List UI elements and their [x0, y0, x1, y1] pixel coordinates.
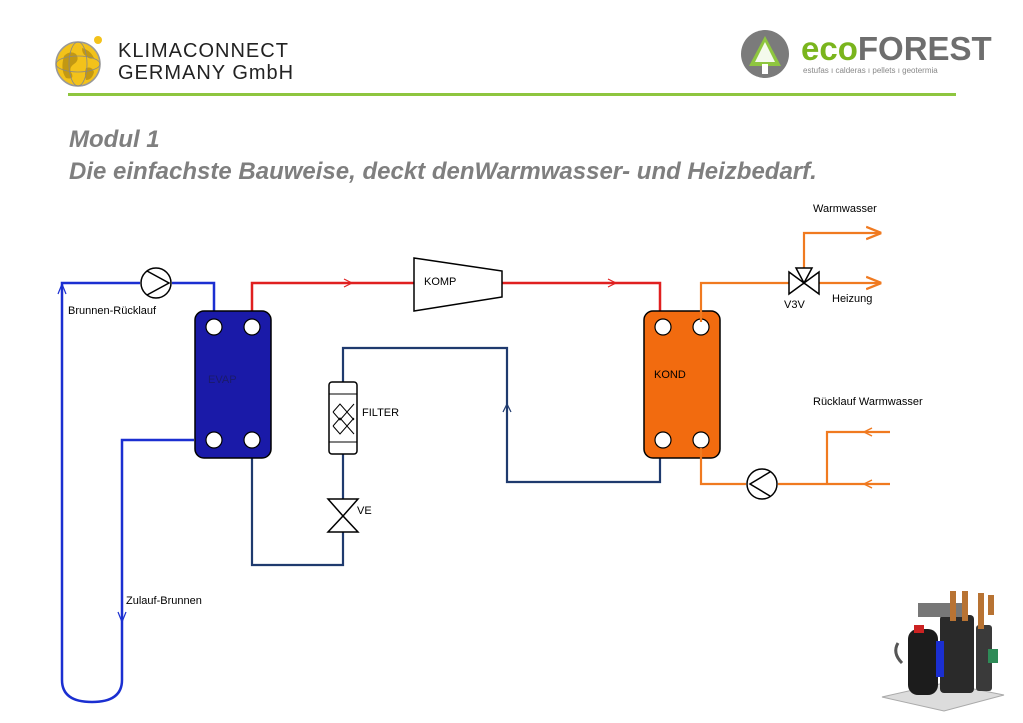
refrigerant-expansion-line: [250, 448, 345, 567]
filter-label: FILTER: [362, 407, 399, 419]
ecoforest-emblem-icon: [741, 30, 789, 78]
compressor: [413, 257, 503, 312]
warmwasser-label: Warmwasser: [813, 203, 877, 215]
well-arrow-up: [57, 282, 67, 295]
navy-arrow-up: [502, 402, 512, 413]
brand-green-part: eco: [801, 30, 858, 67]
heating-return-line: [699, 430, 890, 486]
heizung-label: Heizung: [832, 293, 872, 305]
komp-label: KOMP: [424, 276, 456, 288]
refrigerant-discharge-line: [502, 281, 662, 322]
brunnen-ruecklauf-label: Brunnen-Rücklauf: [68, 305, 157, 317]
return-arrow-1: [862, 427, 873, 437]
title-line-1: Modul 1: [69, 126, 160, 153]
well-arrow-down: [117, 611, 127, 624]
well-supply-line: [172, 281, 216, 322]
header-divider: [68, 93, 956, 96]
warmwasser-outlet-line: [802, 233, 880, 268]
kond-label: KOND: [654, 369, 686, 381]
return-arrow-2: [862, 479, 873, 489]
logo-line-1: KLIMACONNECT: [118, 40, 289, 62]
v3v-label: V3V: [784, 299, 805, 311]
heating-supply-line: [699, 281, 789, 322]
klimaconnect-wordmark: KLIMACONNECT GERMANY GmbH: [118, 40, 294, 84]
heating-pump-icon: [746, 468, 778, 500]
red-arrow-1: [343, 278, 354, 288]
title-line-2: Die einfachste Bauweise, deckt denWarmwa…: [69, 158, 817, 185]
condenser: [643, 310, 721, 459]
three-way-valve-icon: [788, 267, 820, 296]
evap-label: EVAP: [208, 374, 237, 386]
well-pump-icon: [140, 267, 172, 299]
ve-label: VE: [357, 505, 372, 517]
red-arrow-2: [607, 278, 618, 288]
ruecklauf-warmwasser-label: Rücklauf Warmwasser: [813, 396, 923, 408]
globe-icon: [55, 36, 102, 87]
page-title: Modul 1 Die einfachste Bauweise, deckt d…: [69, 124, 817, 188]
filter-drier: [328, 381, 358, 455]
expansion-valve-icon: [326, 498, 360, 533]
heat-pump-unit-illustration: [881, 591, 1005, 712]
ecoforest-logo: ecoFOREST estufas ı calderas ı pellets ı…: [735, 26, 992, 82]
well-loop-line: [60, 281, 194, 704]
evaporator: [194, 310, 272, 459]
klimaconnect-logo: KLIMACONNECT GERMANY GmbH: [50, 28, 350, 92]
zulauf-brunnen-label: Zulauf-Brunnen: [126, 595, 202, 607]
ecoforest-wordmark: ecoFOREST: [801, 32, 992, 66]
refrigerant-liquid-line: [341, 346, 662, 484]
logo-line-2: GERMANY GmbH: [118, 62, 295, 84]
ecoforest-tagline: estufas ı calderas ı pellets ı geotermia: [803, 66, 938, 75]
refrigerant-suction-line: [250, 281, 414, 322]
brand-grey-part: FOREST: [857, 30, 992, 67]
